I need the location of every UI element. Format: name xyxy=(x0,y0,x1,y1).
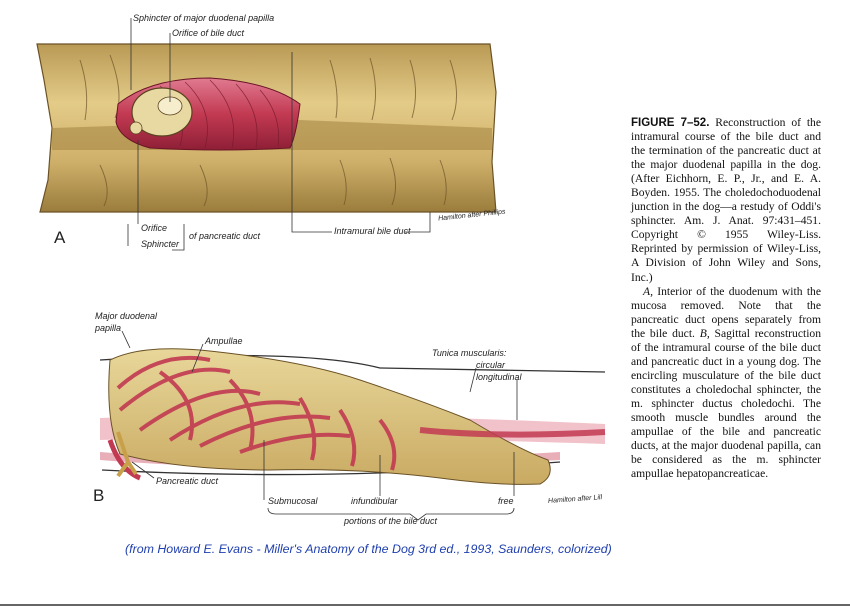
label-ampullae: Ampullae xyxy=(205,336,243,346)
caption-letter-b: B, xyxy=(699,326,710,340)
label-sphincter-major-papilla: Sphincter of major duodenal papilla xyxy=(133,13,275,23)
label-submucosal: Submucosal xyxy=(268,496,318,506)
caption-letter-a: A, xyxy=(643,284,653,298)
caption-text-2a: Interior of the duodenum with the mucosa… xyxy=(631,284,821,340)
mucosa-folds-a xyxy=(79,54,457,207)
caption-paragraph-2: A, Interior of the duodenum with the muc… xyxy=(631,285,821,482)
bottom-border xyxy=(0,604,850,606)
caption-text-1: Reconstruction of the intramural course … xyxy=(631,116,822,284)
label-of-pancreatic-duct: of pancreatic duct xyxy=(189,231,261,241)
pancreatic-orifice-a xyxy=(129,121,143,135)
figure-b-letter: B xyxy=(93,486,105,505)
figure-caption: FIGURE 7–52. Reconstruction of the intra… xyxy=(631,116,821,481)
label-papilla: papilla xyxy=(95,323,122,333)
label-free: free xyxy=(498,496,514,506)
caption-text-2b: Sagittal reconstruction of the intramura… xyxy=(631,326,822,481)
muscle-bundles-b xyxy=(116,355,397,471)
label-circular: circular xyxy=(476,360,506,370)
label-orifice: Orifice xyxy=(141,223,168,233)
label-orifice-bile-duct: Orifice of bile duct xyxy=(172,28,245,38)
label-tunica-muscularis: Tunica muscularis: xyxy=(432,348,507,358)
label-pancreatic-duct: Pancreatic duct xyxy=(156,476,219,486)
leader-lines-a xyxy=(127,18,431,251)
label-longitudinal: longitudinal xyxy=(476,372,522,382)
leader-lines-b xyxy=(121,330,518,521)
label-infundibular: infundibular xyxy=(351,496,398,506)
label-sphincter: Sphincter xyxy=(141,239,180,249)
label-intramural-bile-duct: Intramural bile duct xyxy=(334,226,411,236)
pancreatic-duct-b xyxy=(116,431,138,478)
label-portions-bile-duct: portions of the bile duct xyxy=(344,516,438,526)
caption-paragraph-1: FIGURE 7–52. Reconstruction of the intra… xyxy=(631,116,821,285)
figure-a-letter: A xyxy=(54,228,66,247)
label-major-duodenal: Major duodenal xyxy=(95,311,158,321)
caption-heading: FIGURE 7–52. xyxy=(631,117,710,129)
source-credit: (from Howard E. Evans - Miller's Anatomy… xyxy=(125,542,612,556)
